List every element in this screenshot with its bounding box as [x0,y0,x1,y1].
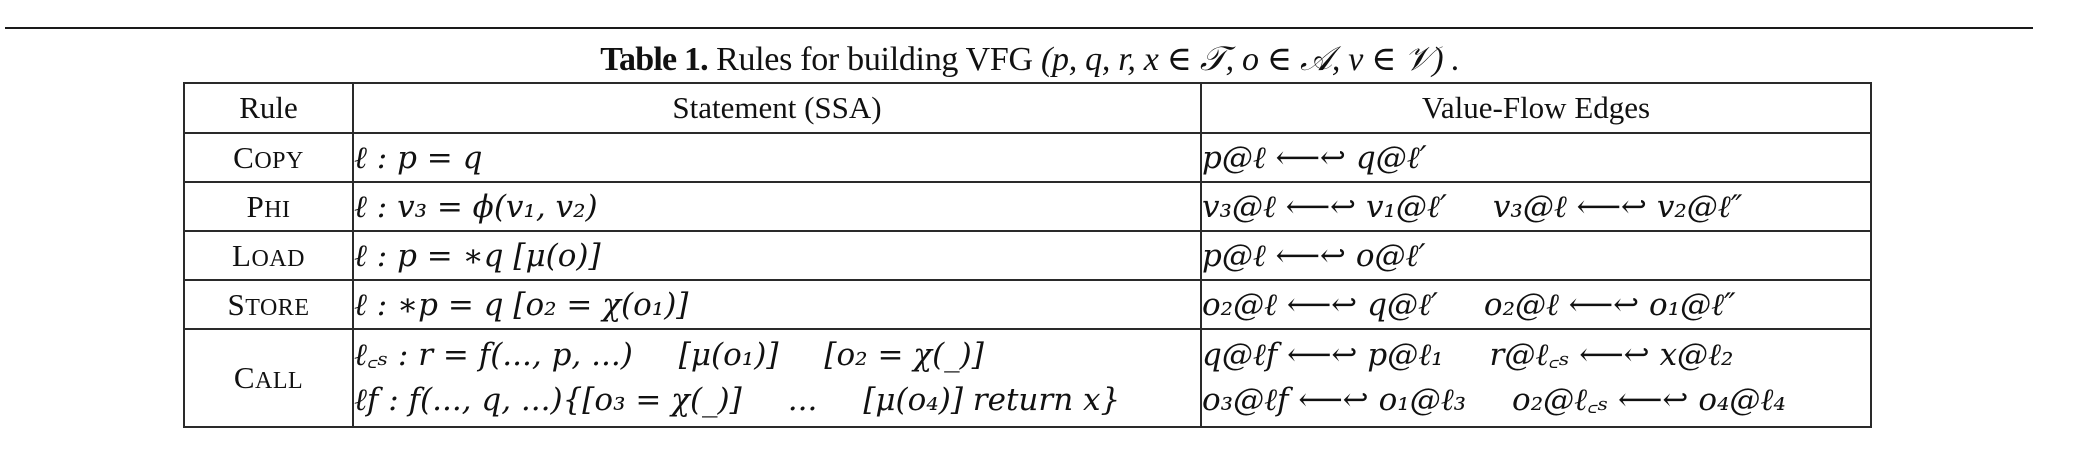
rule-call: CALL [183,328,354,428]
edges-call-line-1: q@ℓf ⟵↩ p@ℓ₁ r@ℓ꜀ₛ ⟵↩ x@ℓ₂ [1202,333,1870,378]
edge: o₂@ℓ ⟵↩ o₁@ℓ″ [1483,286,1736,323]
table-caption: Table 1. Rules for building VFG (p, q, r… [0,40,2060,80]
edges-load: p@ℓ ⟵↩ o@ℓ′ [1200,230,1872,281]
table-row-load: LOAD ℓ : p = ∗q [μ(o)] p@ℓ ⟵↩ o@ℓ′ [183,230,1872,281]
header-value-flow-edges: Value-Flow Edges [1200,82,1872,134]
edge: v₃@ℓ ⟵↩ v₂@ℓ″ [1492,188,1743,225]
caption-math: (p, q, r, x ∈ 𝒯, o ∈ 𝒜, v ∈ 𝒱) . [1041,41,1460,78]
top-horizontal-rule [5,27,2033,29]
statement-load: ℓ : p = ∗q [μ(o)] [352,230,1202,281]
edge: p@ℓ ⟵↩ o@ℓ′ [1202,237,1426,274]
edge: o₃@ℓf ⟵↩ o₁@ℓ₃ [1202,382,1467,418]
edge: r@ℓ꜀ₛ ⟵↩ x@ℓ₂ [1489,337,1734,373]
statement-callee: ℓf : f(..., q, ...){[o₃ = χ(_)]...[μ(o₄)… [354,382,1121,418]
table-row-call: CALL ℓ꜀ₛ : r = f(..., p, ...)[μ(o₁)][o₂ … [183,328,1872,428]
edges-call-line-2: o₃@ℓf ⟵↩ o₁@ℓ₃ o₂@ℓ꜀ₛ ⟵↩ o₄@ℓ₄ [1202,378,1870,423]
rule-copy: COPY [183,132,354,183]
edge: p@ℓ ⟵↩ q@ℓ′ [1202,139,1427,176]
caption-text: Rules for building VFG [716,41,1033,78]
rule-phi: PHI [183,181,354,232]
statement-phi: ℓ : v₃ = ϕ(v₁, v₂) [352,181,1202,232]
statement-copy: ℓ : p = q [352,132,1202,183]
edges-call: q@ℓf ⟵↩ p@ℓ₁ r@ℓ꜀ₛ ⟵↩ x@ℓ₂ o₃@ℓf ⟵↩ o₁@ℓ₃… [1200,328,1872,428]
edges-phi: v₃@ℓ ⟵↩ v₁@ℓ′ v₃@ℓ ⟵↩ v₂@ℓ″ [1200,181,1872,232]
edge: o₂@ℓ ⟵↩ q@ℓ′ [1202,286,1438,323]
table-row-phi: PHI ℓ : v₃ = ϕ(v₁, v₂) v₃@ℓ ⟵↩ v₁@ℓ′v₃@ℓ… [183,181,1872,232]
header-rule: Rule [183,82,354,134]
header-statement: Statement (SSA) [352,82,1202,134]
edge: q@ℓf ⟵↩ p@ℓ₁ [1202,337,1444,373]
caption-label: Table 1. [600,41,708,78]
statement-call-site: ℓ꜀ₛ : r = f(..., p, ...)[μ(o₁)][o₂ = χ(_… [354,337,984,373]
edge: v₃@ℓ ⟵↩ v₁@ℓ′ [1202,188,1447,225]
table-row-store: STORE ℓ : ∗p = q [o₂ = χ(o₁)] o₂@ℓ ⟵↩ q@… [183,279,1872,330]
table-row-copy: COPY ℓ : p = q p@ℓ ⟵↩ q@ℓ′ [183,132,1872,183]
rule-load: LOAD [183,230,354,281]
edge: o₂@ℓ꜀ₛ ⟵↩ o₄@ℓ₄ [1512,382,1786,418]
statement-call: ℓ꜀ₛ : r = f(..., p, ...)[μ(o₁)][o₂ = χ(_… [352,328,1202,428]
statement-store: ℓ : ∗p = q [o₂ = χ(o₁)] [352,279,1202,330]
edges-copy: p@ℓ ⟵↩ q@ℓ′ [1200,132,1872,183]
vfg-rules-table: Rule Statement (SSA) Value-Flow Edges CO… [183,82,1872,428]
table-header-row: Rule Statement (SSA) Value-Flow Edges [183,82,1872,134]
rule-store: STORE [183,279,354,330]
edges-store: o₂@ℓ ⟵↩ q@ℓ′ o₂@ℓ ⟵↩ o₁@ℓ″ [1200,279,1872,330]
